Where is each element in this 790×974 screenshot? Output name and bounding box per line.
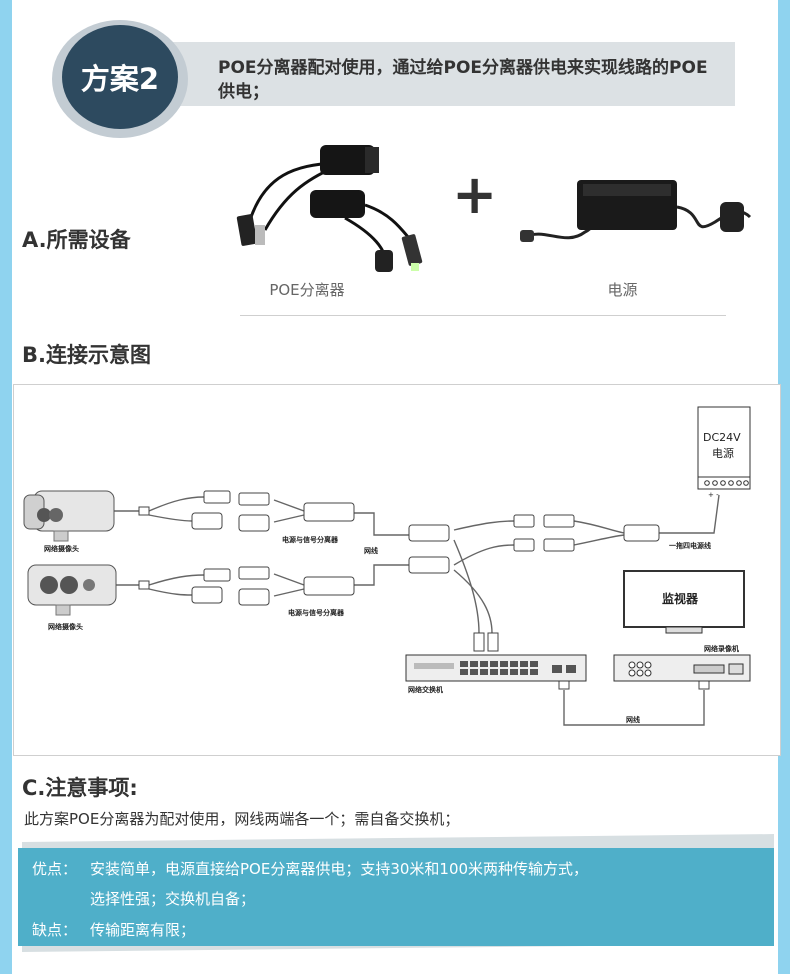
monitor-icon xyxy=(623,570,745,634)
section-a-title: A.所需设备 xyxy=(22,228,131,252)
power-box-label-1: DC24V xyxy=(703,431,741,444)
dc-power-box xyxy=(697,406,751,490)
plus-sign: + xyxy=(452,163,498,226)
right-border xyxy=(778,0,790,974)
pros-cons-box: 优点： 安装简单，电源直接给POE分离器供电；支持30米和100米两种传输方式，… xyxy=(18,848,774,946)
plan-badge: 方案2 xyxy=(62,25,178,129)
section-divider xyxy=(240,315,726,316)
cable-label: 网线 xyxy=(364,546,378,555)
power-caption: 电源 xyxy=(607,281,638,299)
camera-1-icon xyxy=(23,490,115,542)
power-box-label-2: 电源 xyxy=(712,446,734,460)
pros-line-2: 选择性强；交换机自备； xyxy=(90,890,256,908)
power-adapter-icon xyxy=(520,180,752,242)
one-to-four-label: 一拖四电源线 xyxy=(669,541,711,550)
notice-text: 此方案POE分离器为配对使用，网线两端各一个；需自备交换机； xyxy=(24,810,460,828)
poe-splitter-icon xyxy=(236,145,423,272)
pros-label: 优点： xyxy=(32,860,78,878)
section-c-title: C.注意事项: xyxy=(22,776,138,800)
section-b-title: B.连接示意图 xyxy=(22,343,151,367)
camera-2-icon xyxy=(27,564,117,616)
camera-1-label: 网络摄像头 xyxy=(44,544,79,553)
splitter-1-label: 电源与信号分离器 xyxy=(282,535,339,544)
nvr-icon xyxy=(613,654,751,682)
switch-icon xyxy=(405,654,587,682)
cable-bottom-label: 网线 xyxy=(626,715,640,724)
pros-line-1: 安装简单，电源直接给POE分离器供电；支持30米和100米两种传输方式， xyxy=(90,860,589,878)
cons-text: 传输距离有限； xyxy=(90,921,196,939)
camera-2-label: 网络摄像头 xyxy=(48,622,83,631)
nvr-label: 网络录像机 xyxy=(704,644,739,653)
switch-label: 网络交换机 xyxy=(408,685,443,694)
cons-label: 缺点： xyxy=(32,921,78,939)
monitor-label: 监视器 xyxy=(662,591,699,606)
splitter-2-label: 电源与信号分离器 xyxy=(288,608,345,617)
terminal-signs: + - xyxy=(708,491,719,499)
header-description: POE分离器配对使用，通过给POE分离器供电来实现线路的POE供电； xyxy=(218,58,708,102)
left-border xyxy=(0,0,12,974)
poe-splitter-caption: POE分离器 xyxy=(269,281,345,299)
connection-diagram: 网络摄像头 网络摄像头 xyxy=(13,384,781,756)
header-bar xyxy=(150,42,735,106)
